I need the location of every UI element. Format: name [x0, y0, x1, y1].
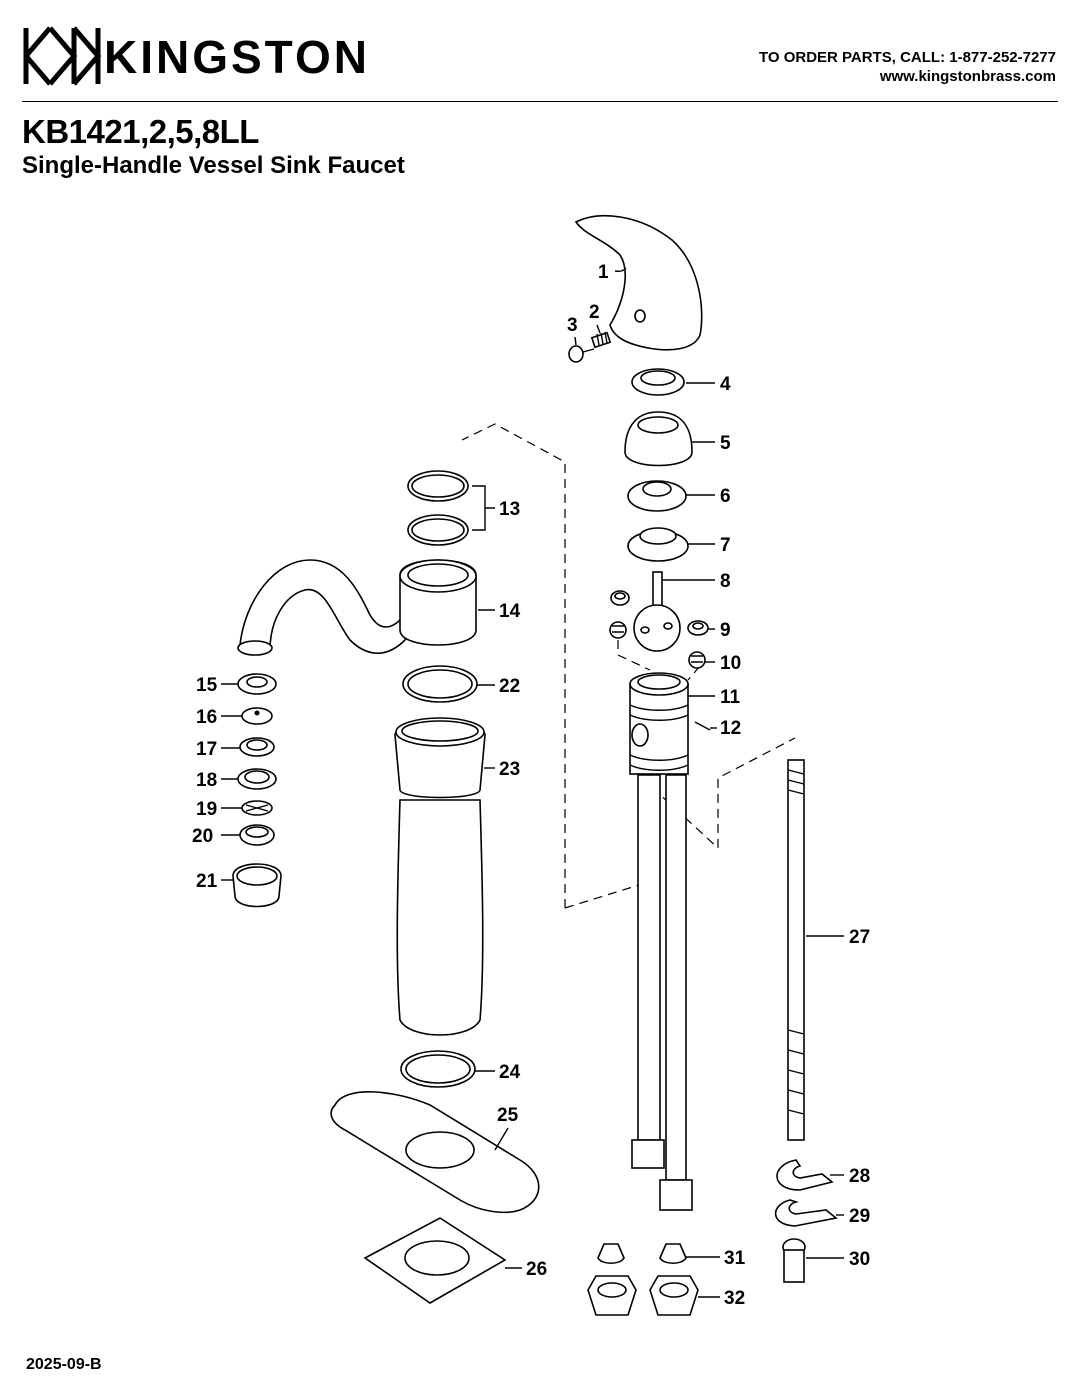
part-29-washer — [774, 1199, 838, 1227]
part-26-gasket — [363, 1217, 507, 1304]
part-16-disc — [241, 707, 273, 725]
part-label-5: 5 — [720, 433, 731, 454]
part-7-cam — [627, 527, 689, 562]
part-label-1: 1 — [598, 262, 609, 283]
model-number: KB1421,2,5,8LL — [22, 113, 259, 150]
brand-name: KINGSTON — [104, 31, 370, 83]
part-4-cap-ring — [631, 368, 685, 396]
part-label-27: 27 — [849, 927, 870, 948]
part-label-30: 30 — [849, 1249, 870, 1270]
part-11-valve-body — [629, 672, 689, 775]
part-label-16: 16 — [196, 707, 217, 728]
part-14-spout — [237, 559, 477, 656]
part-label-25: 25 — [497, 1105, 519, 1126]
part-label-20: 20 — [192, 826, 213, 847]
part-label-4: 4 — [720, 374, 731, 395]
part-label-32: 32 — [724, 1288, 745, 1309]
part-label-21: 21 — [196, 871, 218, 892]
part-label-18: 18 — [196, 770, 217, 791]
supply-tubes — [631, 774, 693, 1211]
part-21-aerator-housing — [232, 863, 282, 908]
part-5-dome-cap — [624, 411, 693, 467]
part-23-body-column — [394, 717, 486, 1036]
part-19-screen — [241, 800, 273, 816]
order-phone: TO ORDER PARTS, CALL: 1-877-252-7277 — [758, 49, 1056, 66]
part-label-3: 3 — [567, 315, 578, 336]
part-label-26: 26 — [526, 1259, 547, 1280]
part-24-o-ring — [400, 1050, 476, 1088]
kingston-logo-mark-icon — [23, 26, 102, 86]
part-label-8: 8 — [720, 571, 731, 592]
part-30-nut — [782, 1238, 806, 1283]
part-label-6: 6 — [720, 486, 731, 507]
part-18-ring — [237, 768, 277, 790]
part-label-7: 7 — [720, 535, 731, 556]
part-28-clip — [776, 1159, 834, 1191]
part-label-17: 17 — [196, 739, 217, 760]
part-labels: 1 2 3 4 5 6 7 8 9 10 11 12 13 14 15 16 1… — [192, 262, 870, 1309]
part-32-compression-nuts — [587, 1275, 699, 1316]
kingston-logo — [23, 26, 102, 86]
part-17-aerator-insert — [239, 737, 275, 757]
header-divider — [22, 101, 1058, 102]
part-13-o-rings — [407, 470, 495, 546]
part-22-o-ring — [402, 665, 478, 703]
part-25-deck-plate — [330, 1091, 540, 1214]
revision-code: 2025-09-B — [26, 1356, 102, 1373]
part-label-13: 13 — [499, 499, 520, 520]
part-label-15: 15 — [196, 675, 218, 696]
part-label-14: 14 — [499, 601, 521, 622]
leader-lines — [221, 267, 844, 1298]
part-1-handle-lever — [574, 214, 703, 351]
part-label-10: 10 — [720, 653, 741, 674]
part-label-12: 12 — [720, 718, 741, 739]
part-label-2: 2 — [589, 302, 600, 323]
contact-info: TO ORDER PARTS, CALL: 1-877-252-7277 www… — [759, 48, 1056, 86]
part-27-mounting-rod — [787, 759, 805, 1141]
part-label-28: 28 — [849, 1166, 870, 1187]
part-8-ball-stem — [633, 571, 681, 652]
part-10-springs — [609, 621, 706, 669]
product-name: Single-Handle Vessel Sink Faucet — [22, 152, 405, 179]
part-label-31: 31 — [724, 1248, 746, 1269]
part-12-pin — [694, 721, 711, 731]
part-3-handle-screw — [568, 345, 595, 363]
part-label-9: 9 — [720, 620, 731, 641]
part-20-insert — [239, 824, 275, 846]
part-31-ferrules — [597, 1243, 687, 1265]
part-label-11: 11 — [720, 687, 741, 708]
part-15-washer — [237, 673, 277, 695]
assembly-guide-left — [461, 423, 566, 908]
website-link[interactable]: www.kingstonbrass.com — [879, 68, 1056, 85]
part-label-22: 22 — [499, 676, 520, 697]
part-label-24: 24 — [499, 1062, 521, 1083]
part-label-23: 23 — [499, 759, 520, 780]
part-6-adjusting-ring — [627, 480, 687, 512]
part-label-29: 29 — [849, 1206, 870, 1227]
part-label-19: 19 — [196, 799, 217, 820]
part-9-seats — [610, 590, 709, 636]
part-2-set-screw — [590, 331, 612, 349]
